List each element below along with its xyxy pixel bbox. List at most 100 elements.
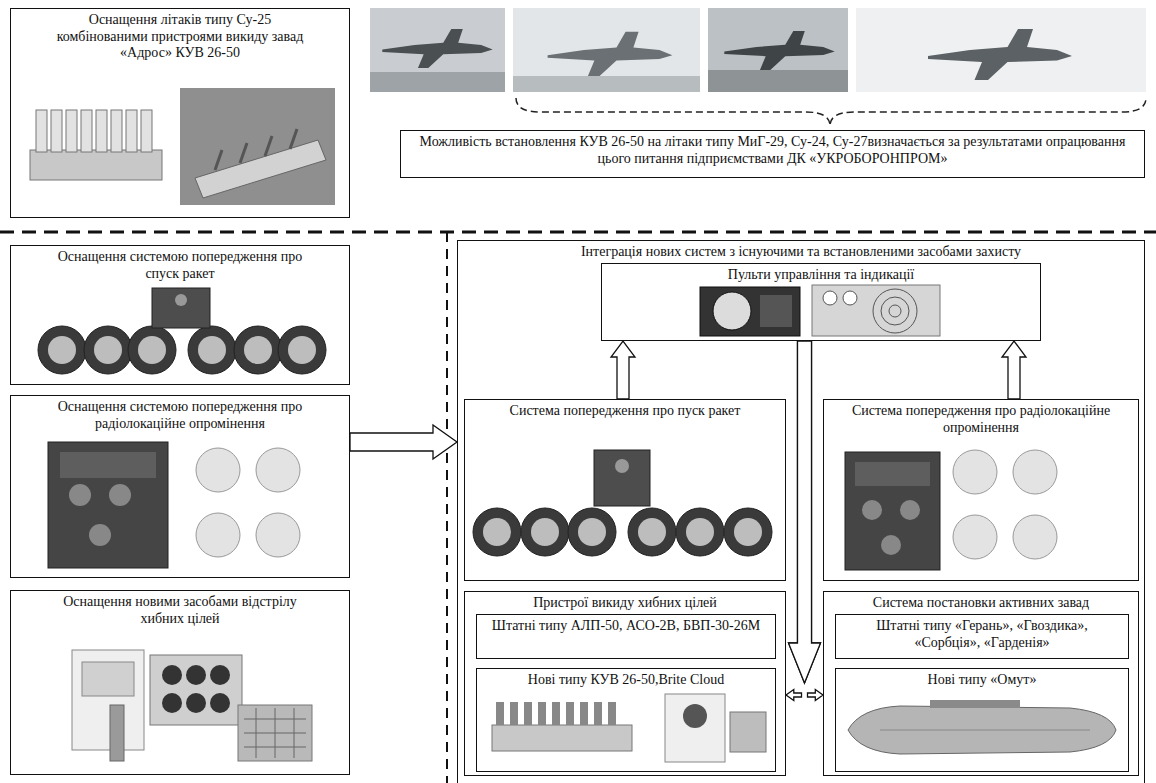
dispenser-tube [51, 110, 62, 152]
sensor-lens [288, 336, 316, 364]
dispenser-tube [141, 110, 152, 152]
antenna-dome [1013, 450, 1057, 494]
hollow-arrow [808, 690, 824, 701]
equipment-box: Оснащення літаків типу Су-25 комбіновани… [10, 8, 350, 218]
dispenser-block [150, 655, 242, 725]
jamming-pod [848, 706, 1116, 754]
system-box: Система попередження про радіолокаційне … [823, 399, 1139, 581]
aircraft-photo [513, 8, 700, 92]
box-label: Оснащення системою попередження про раді… [35, 399, 325, 432]
flow-arrow [350, 425, 457, 459]
aircraft-silhouette [548, 32, 673, 76]
radar-ring [889, 305, 901, 317]
connector [109, 484, 131, 506]
aircraft-photo [708, 8, 848, 92]
subsystem-box: Штатні типу АЛП-50, АСО-2В, БВП-30-26М [476, 614, 776, 659]
integration-region: Інтеграція нових систем з існуючими та в… [457, 240, 1145, 783]
dispenser-hole [210, 665, 230, 685]
pod-seam [880, 730, 1090, 731]
equipment-box: Оснащення системою попередження про спус… [10, 245, 350, 385]
flow-arrow [611, 341, 635, 399]
equipment-box: Оснащення системою попередження про раді… [10, 395, 350, 578]
box-label: Система попередження про радіолокаційне … [851, 403, 1111, 436]
sensor-lens [138, 336, 166, 364]
sensor-head [628, 508, 676, 556]
antenna-dome [953, 515, 997, 559]
sensor-lens [531, 518, 559, 546]
processor-unit [152, 288, 210, 328]
sensor-head [521, 508, 569, 556]
dispenser-tube [66, 110, 77, 152]
dispenser-tube [96, 110, 107, 152]
system-box: Пульти управління та індикації [601, 263, 1041, 341]
dispenser-body [492, 725, 632, 751]
hollow-arrow [789, 341, 821, 683]
hollow-arrow [350, 425, 457, 459]
antenna-dome [256, 513, 300, 557]
aircraft-photo [370, 8, 505, 92]
flow-arrow [786, 341, 821, 701]
dispenser-tube [126, 110, 137, 152]
dispenser-grid [238, 705, 312, 761]
dispenser-hole [210, 693, 230, 713]
pod-pylon [930, 700, 1020, 708]
panel-buttons [760, 295, 792, 327]
sensor-head [676, 508, 724, 556]
sensor-lens [94, 336, 122, 364]
sensor-lens [48, 336, 76, 364]
hollow-arrow [789, 341, 821, 683]
sensor-head [188, 326, 236, 374]
dispenser-tube [81, 110, 92, 152]
antenna-dome [953, 450, 997, 494]
grid-lines [244, 708, 306, 758]
box-label: Система попередження про пуск ракет [500, 403, 750, 420]
screen-gauge [823, 291, 837, 305]
antenna-dome [196, 448, 240, 492]
connector [900, 500, 920, 520]
hollow-arrow [786, 690, 802, 701]
connector [881, 535, 901, 555]
dispenser-hole [162, 693, 182, 713]
sensor-lens [578, 518, 606, 546]
box-label: Оснащення системою попередження про спус… [50, 249, 310, 282]
box-label: Система постановки активних завад [831, 595, 1131, 612]
dispenser-grid [730, 712, 766, 752]
sensor-head [38, 326, 86, 374]
display-screen [812, 285, 940, 336]
dispenser-hole [683, 704, 707, 728]
aircraft-photo [856, 8, 1146, 92]
connector [615, 459, 629, 473]
aircraft-installation-photo [180, 88, 335, 205]
hollow-arrow [611, 341, 635, 399]
sensor-head [128, 326, 176, 374]
system-box: Система попередження про пуск ракет [464, 399, 786, 581]
front-panel [60, 452, 156, 478]
sensor-head [278, 326, 326, 374]
sensor-head [568, 508, 616, 556]
subsystem-box: Нові типу «Омут» [835, 668, 1129, 772]
sensor-head [84, 326, 132, 374]
sensor-head [234, 326, 282, 374]
box-label: Нові типу «Омут» [842, 672, 1122, 689]
control-panel [700, 287, 800, 336]
sensor-lens [686, 518, 714, 546]
hollow-arrow [1002, 341, 1026, 399]
box-label: Оснащення літаків типу Су-25 комбіновани… [45, 12, 315, 62]
flow-arrow [789, 341, 824, 701]
aircraft-silhouette [724, 31, 834, 70]
box-label: Пульти управління та індикації [671, 267, 971, 284]
ground-strip [708, 70, 848, 92]
dashed-separator [0, 231, 1156, 234]
aircraft-silhouette [382, 29, 492, 68]
radar-warning-unit [845, 452, 940, 570]
dispenser-tubes [500, 702, 612, 725]
equipment-box: Оснащення новими засобами відстрілу хибн… [10, 590, 350, 775]
antenna-dome [1013, 515, 1057, 559]
sensor-head [724, 508, 772, 556]
antenna-dome [196, 513, 240, 557]
box-label: Нові типу КУВ 26-50,Brite Cloud [486, 672, 766, 689]
box-label: Пристрої викиду хибних цілей [475, 595, 775, 612]
dispenser-hole [186, 693, 206, 713]
panel-dial [713, 292, 751, 330]
